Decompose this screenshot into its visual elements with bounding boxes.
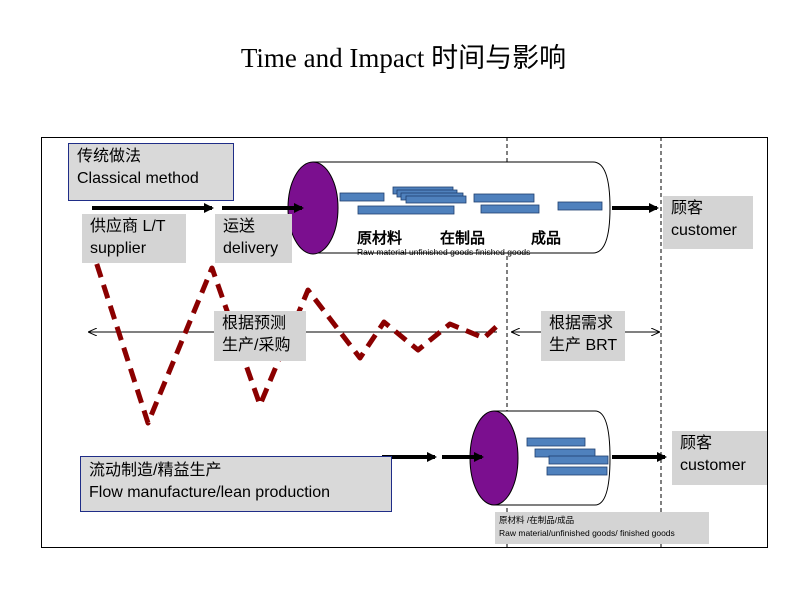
delivery-en: delivery <box>223 240 279 257</box>
classical-method-en: Classical method <box>77 170 199 187</box>
forecast-zh: 根据预测 <box>222 315 287 332</box>
page-title: Time and Impact 时间与影响 <box>240 43 567 73</box>
flow-manufacture-box: 流动制造/精益生产 Flow manufacture/lean producti… <box>80 456 392 512</box>
lower-stage-caption-box: 原材料 /在制品/成品 Raw material/unfinished good… <box>495 512 709 544</box>
delivery-box: 运送 delivery <box>215 214 292 263</box>
lower-inventory-bars <box>526 437 609 476</box>
flow-manufacture-zh: 流动制造/精益生产 <box>89 462 222 479</box>
demand-zh: 根据需求 <box>549 315 614 332</box>
supplier-en: supplier <box>90 240 147 257</box>
lower-caption-line2: Raw material/unfinished goods/ finished … <box>499 528 675 538</box>
delivery-zh: 运送 <box>223 218 256 235</box>
supplier-zh: 供应商 L/T <box>90 218 166 235</box>
supplier-box: 供应商 L/T supplier <box>82 214 186 263</box>
customer-bottom-zh: 顾客 <box>680 435 713 452</box>
demand-box: 根据需求 生产 BRT <box>541 311 625 361</box>
forecast-zh2: 生产/采购 <box>222 337 291 354</box>
customer-box-top: 顾客 customer <box>663 196 753 249</box>
diagram-frame <box>41 137 768 548</box>
wave-line-icon <box>87 242 499 426</box>
upper-stage-caption: Raw material unfinished goods finished g… <box>357 247 531 257</box>
customer-box-bottom: 顾客 customer <box>672 431 767 485</box>
raw-material-label: 原材料 <box>357 230 403 247</box>
forecast-box: 根据预测 生产/采购 <box>214 311 306 361</box>
customer-top-zh: 顾客 <box>671 200 704 217</box>
flow-manufacture-en: Flow manufacture/lean production <box>89 484 331 501</box>
customer-top-en: customer <box>671 222 737 239</box>
wip-label: 在制品 <box>440 230 486 247</box>
customer-bottom-en: customer <box>680 457 746 474</box>
finished-label: 成品 <box>531 230 562 247</box>
classical-method-zh: 传统做法 <box>77 148 142 165</box>
lower-caption-line1: 原材料 /在制品/成品 <box>499 515 575 525</box>
classical-method-box: 传统做法 Classical method <box>68 143 234 201</box>
demand-zh2: 生产 BRT <box>549 337 618 354</box>
cylinder-icon <box>287 161 611 255</box>
upper-inventory-bars <box>339 186 603 215</box>
